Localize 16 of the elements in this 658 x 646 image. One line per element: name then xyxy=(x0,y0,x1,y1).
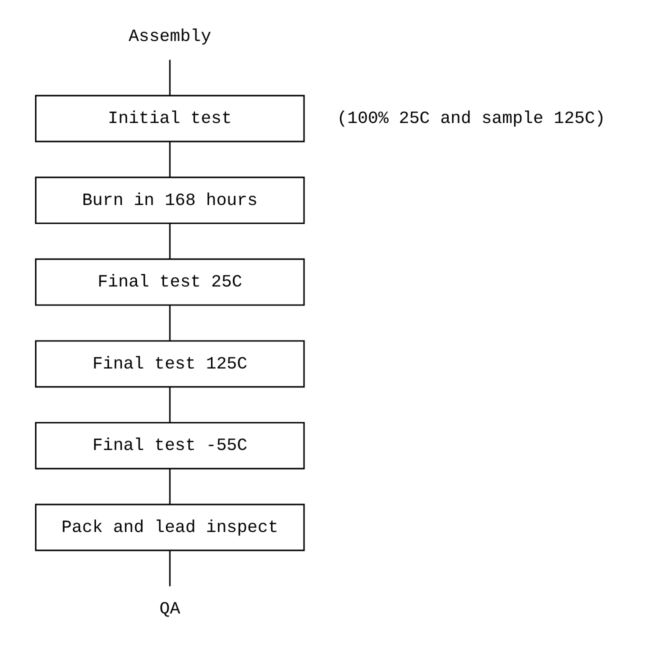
node-box: Initial test xyxy=(34,94,304,142)
connector xyxy=(168,468,170,504)
connector xyxy=(168,305,170,341)
connector xyxy=(168,142,170,178)
node-box: Final test 125C xyxy=(34,340,304,388)
node-box: Pack and lead inspect xyxy=(34,504,304,552)
connector xyxy=(168,60,170,96)
node-box: Burn in 168 hours xyxy=(34,176,304,224)
connector xyxy=(168,550,170,586)
node-box: Final test 25C xyxy=(34,258,304,306)
node-text: QA xyxy=(159,600,180,620)
connector xyxy=(168,386,170,423)
node-text: Assembly xyxy=(128,28,211,48)
connector xyxy=(168,223,170,260)
node-label: (100% 25C and sample 125C) xyxy=(336,110,605,129)
node-box: Final test -55C xyxy=(34,422,304,470)
